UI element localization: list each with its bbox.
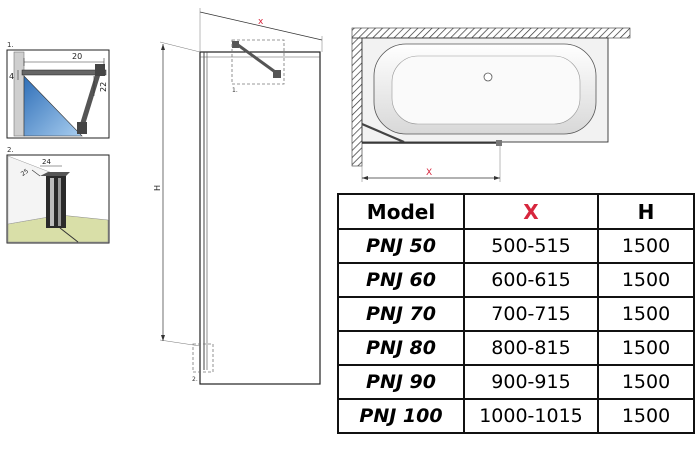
- dim-25-label: 25: [20, 168, 30, 178]
- cell-model: PNJ 50: [337, 228, 465, 264]
- dim-24-label: 24: [42, 158, 51, 166]
- main-detail-2-ref: 2.: [192, 376, 198, 383]
- cell-h: 1500: [597, 330, 695, 366]
- dim-h-label: H: [153, 185, 162, 191]
- header-model: Model: [337, 193, 465, 230]
- dim-20-label: 20: [72, 52, 82, 61]
- header-h: H: [597, 193, 695, 230]
- cell-model: PNJ 60: [337, 262, 465, 298]
- cell-model: PNJ 90: [337, 364, 465, 400]
- detail-1-box: 1. 20 4 22: [6, 41, 110, 139]
- plan-stabilizer: [361, 122, 405, 144]
- table-row: PNJ 100 1000-1015 1500: [337, 398, 695, 434]
- left-wall: [351, 37, 363, 167]
- dim-4-label: 4: [9, 72, 14, 81]
- cell-x: 1000-1015: [463, 398, 599, 434]
- cell-h: 1500: [597, 398, 695, 434]
- stabilizer-arm: [237, 43, 279, 76]
- dim-22-label: 22: [99, 82, 108, 92]
- cell-x: 500-515: [463, 228, 599, 264]
- table-row: PNJ 50 500-515 1500: [337, 228, 695, 264]
- plan-view: X: [351, 27, 631, 182]
- dim-x-plan-label: X: [426, 168, 432, 178]
- detail-2-number: 2.: [7, 146, 14, 154]
- detail-2-callout: [192, 343, 214, 373]
- cell-model: PNJ 70: [337, 296, 465, 332]
- table-row: PNJ 60 600-615 1500: [337, 262, 695, 298]
- cell-h: 1500: [597, 296, 695, 332]
- spec-table: Model X H PNJ 50 500-515 1500 PNJ 60 600…: [337, 193, 695, 434]
- top-wall: [351, 27, 631, 39]
- cell-model: PNJ 80: [337, 330, 465, 366]
- cell-x: 900-915: [463, 364, 599, 400]
- detail-1-callout: [231, 39, 285, 85]
- dim-x-top-label: x: [258, 17, 264, 27]
- table-header-row: Model X H: [337, 193, 695, 230]
- front-view: 1. 2. H x: [153, 8, 323, 385]
- header-x: X: [463, 193, 599, 230]
- table-row: PNJ 70 700-715 1500: [337, 296, 695, 332]
- cell-x: 700-715: [463, 296, 599, 332]
- cell-x: 800-815: [463, 330, 599, 366]
- main-detail-1-ref: 1.: [232, 87, 238, 94]
- cell-h: 1500: [597, 262, 695, 298]
- table-row: PNJ 90 900-915 1500: [337, 364, 695, 400]
- drain: [483, 72, 493, 82]
- glass-panel-detail: [23, 75, 83, 137]
- detail-2-box: 2. 25 24: [6, 146, 110, 244]
- cell-h: 1500: [597, 364, 695, 400]
- cell-x: 600-615: [463, 262, 599, 298]
- cell-model: PNJ 100: [337, 398, 465, 434]
- table-row: PNJ 80 800-815 1500: [337, 330, 695, 366]
- detail-1-number: 1.: [7, 41, 14, 49]
- glass-panel: [199, 51, 321, 385]
- cell-h: 1500: [597, 228, 695, 264]
